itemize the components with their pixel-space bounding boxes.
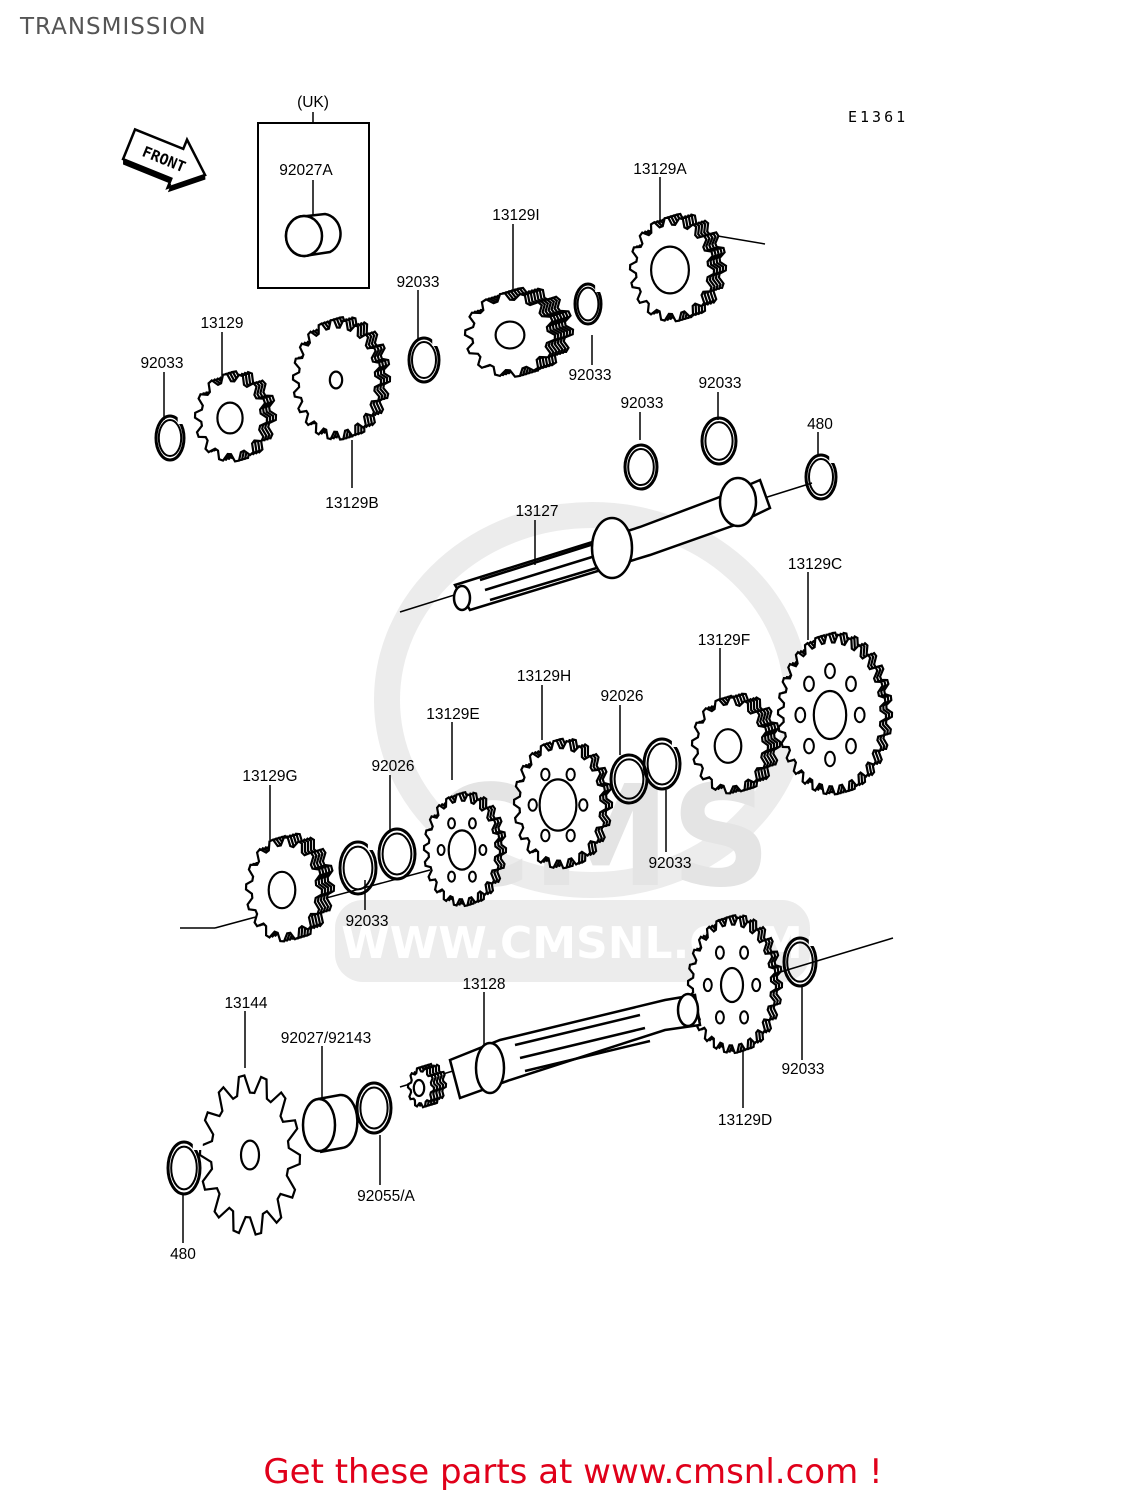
label-92026-b: 92026 — [371, 758, 414, 775]
label-92033-washer-b: 92033 — [698, 375, 741, 392]
gear-13129c — [776, 631, 894, 796]
label-13129e: 13129E — [426, 706, 479, 723]
circlip-480-bottom — [166, 1140, 203, 1196]
label-13127: 13127 — [515, 503, 558, 520]
uk-label: (UK) — [297, 94, 329, 111]
label-92033-mid-a: 92033 — [568, 367, 611, 384]
circlip-92033-a — [407, 336, 443, 384]
label-92027a: 92027A — [279, 162, 333, 179]
circlip-92033-left — [154, 414, 188, 462]
gear-13129b — [291, 316, 392, 441]
label-480-bottom: 480 — [170, 1246, 196, 1263]
output-shaft-13128 — [448, 992, 702, 1100]
washer-92033-b — [700, 416, 738, 466]
label-92033-left: 92033 — [140, 355, 183, 372]
label-13129c: 13129C — [788, 556, 842, 573]
label-92026-a: 92026 — [600, 688, 643, 705]
gear-13129e — [422, 791, 508, 908]
label-92033-low-b: 92033 — [781, 1061, 824, 1078]
label-92033-washer-a: 92033 — [620, 395, 663, 412]
label-13144: 13144 — [224, 995, 267, 1012]
label-92055a: 92055/A — [357, 1188, 415, 1205]
part-labels: E1361 92027A 13129A 13129I 92033 13129 9… — [140, 108, 908, 1263]
gear-13129f — [690, 692, 782, 795]
uk-variant-box: (UK) — [257, 94, 370, 289]
circlip-92033-top-right — [573, 282, 606, 326]
gear-13129 — [193, 370, 278, 463]
bushing-92027-92143 — [301, 1093, 359, 1154]
label-92033-mid-b: 92033 — [648, 855, 691, 872]
label-480-top: 480 — [807, 416, 833, 433]
oring-92055a — [355, 1081, 393, 1135]
gear-13129i — [463, 286, 575, 378]
circlip-480-top — [804, 453, 840, 501]
circlip-92033-mid-b — [642, 737, 682, 791]
label-13129: 13129 — [200, 315, 243, 332]
gear-13129a — [628, 212, 728, 323]
page-title: TRANSMISSION — [20, 14, 207, 40]
label-92033-a: 92033 — [396, 274, 439, 291]
washer-92033-a — [623, 443, 659, 491]
promo-link[interactable]: Get these parts at www.cmsnl.com ! — [263, 1452, 883, 1492]
label-92033-low-a: 92033 — [345, 913, 388, 930]
label-92027-92143: 92027/92143 — [281, 1030, 372, 1047]
main-shaft-13127 — [452, 476, 772, 612]
gear-13129d — [686, 914, 784, 1055]
label-13129h: 13129H — [517, 668, 571, 685]
gear-13129h — [512, 737, 614, 870]
diagram-code: E1361 — [848, 108, 908, 126]
label-13129f: 13129F — [698, 632, 751, 649]
gear-13129g — [244, 832, 336, 943]
leader-lines — [163, 177, 819, 1243]
circlip-92033-low-a — [338, 840, 378, 896]
label-13128: 13128 — [462, 976, 505, 993]
circlip-92033-low-b — [782, 936, 819, 988]
label-13129i: 13129I — [492, 207, 539, 224]
bushing-92027a — [284, 212, 342, 258]
front-arrow: FRONT — [121, 127, 207, 193]
label-13129a: 13129A — [633, 161, 687, 178]
washer-92026-b — [377, 827, 417, 881]
label-13129b: 13129B — [325, 495, 378, 512]
gears-layer — [154, 212, 894, 1236]
label-13129g: 13129G — [242, 768, 297, 785]
sprocket-13144 — [198, 1074, 302, 1236]
small-spline-gear — [406, 1062, 448, 1109]
label-13129d: 13129D — [718, 1112, 772, 1129]
